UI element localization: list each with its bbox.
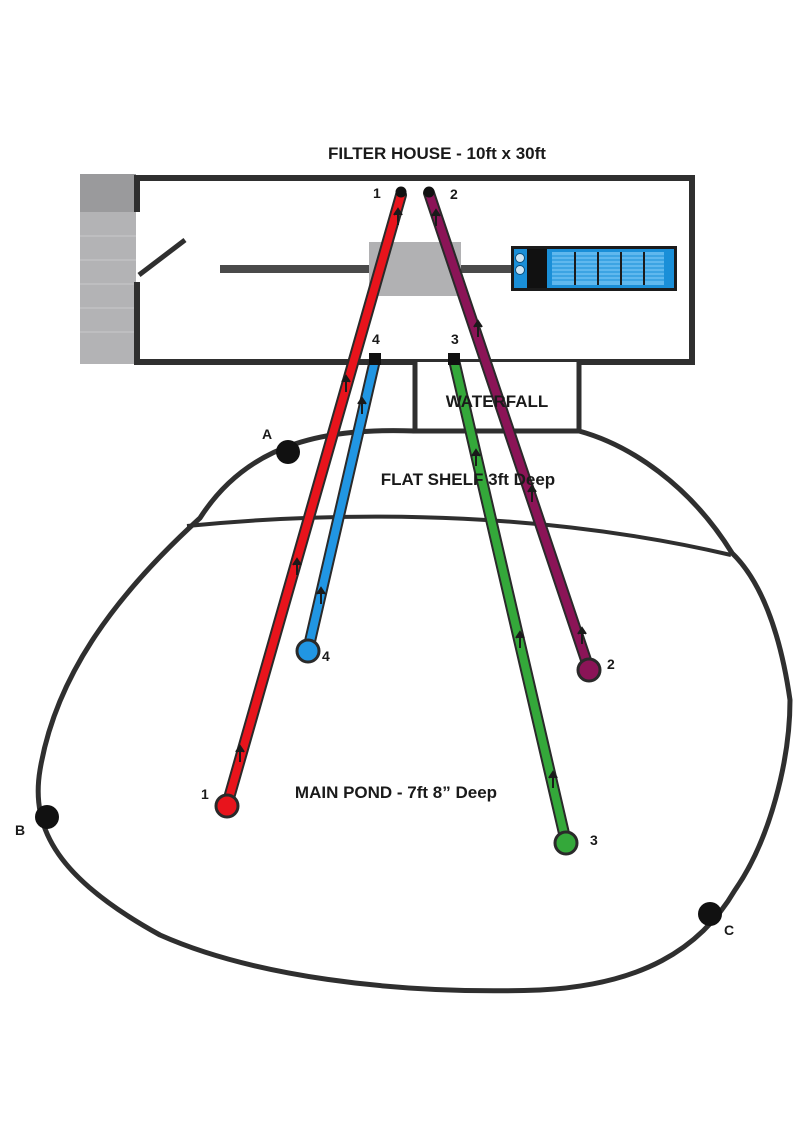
pipe-4-line <box>304 356 379 654</box>
point-a-marker <box>276 440 300 464</box>
pipe-4 <box>302 354 381 656</box>
point-b-marker <box>35 805 59 829</box>
pipe-2-inlet <box>423 186 435 198</box>
pipe-3-line <box>450 356 570 846</box>
flow-arrows <box>235 207 587 788</box>
pipe-4-arrows <box>316 396 367 604</box>
pipe-3 <box>448 354 572 848</box>
shelf-boundary <box>186 514 732 557</box>
point-b-label: B <box>15 822 25 838</box>
pipe-3-arrows <box>471 448 558 788</box>
pipe-1-line <box>223 191 405 809</box>
door-leaf <box>137 238 187 277</box>
diagram-title: FILTER HOUSE - 10ft x 30ft <box>328 144 546 163</box>
pipe-2-arrows <box>431 208 587 644</box>
pipe-2-outlet <box>576 657 602 683</box>
pipe-1 <box>221 189 407 811</box>
pipe-2 <box>423 187 595 675</box>
point-c-marker <box>698 902 722 926</box>
pipe-4-outlet <box>295 638 321 664</box>
pipe-3-outlet-label: 3 <box>590 832 598 848</box>
pipe-1-inlet <box>395 186 407 198</box>
pipe-2-inlet-label: 2 <box>450 186 458 202</box>
pipe-1-outlet-label: 1 <box>201 786 209 802</box>
pipe-3-inlet-label: 3 <box>451 331 459 347</box>
pump-unit <box>511 246 677 291</box>
point-c-label: C <box>724 922 734 938</box>
pipe-2-outlet-label: 2 <box>607 656 615 672</box>
door-panel-top <box>80 174 136 212</box>
pond-outline <box>35 428 793 994</box>
pipe-1-arrows <box>235 207 403 762</box>
pipe-4-outlet-label: 4 <box>322 648 330 664</box>
main-pond-label: MAIN POND - 7ft 8” Deep <box>295 783 497 802</box>
filter-house-walls <box>134 175 695 365</box>
pipe-4-inlet-label: 4 <box>372 331 380 347</box>
waterfall-label: WATERFALL <box>446 392 549 411</box>
door-panel-seams <box>80 235 136 333</box>
pipe-1-outlet <box>214 793 240 819</box>
pipe-3-inlet <box>448 353 460 365</box>
pipe-3-outlet <box>553 830 579 856</box>
pipe-2-line <box>425 189 593 673</box>
pipe-4-inlet <box>369 353 381 365</box>
shelf-label: FLAT SHELF 3ft Deep <box>381 470 555 489</box>
pipe-1-inlet-label: 1 <box>373 185 381 201</box>
point-a-label: A <box>262 426 272 442</box>
